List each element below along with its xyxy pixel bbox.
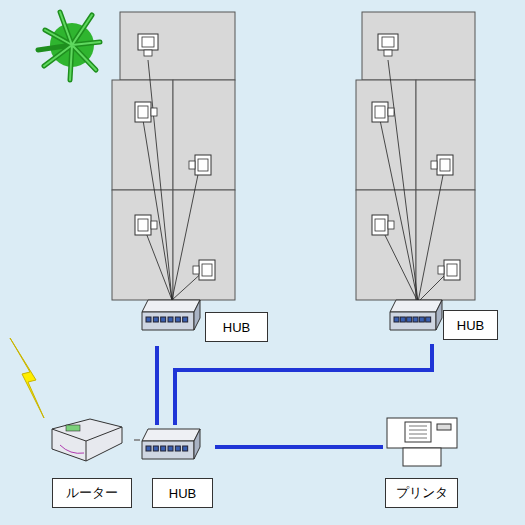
wireless-bolt [10, 338, 44, 418]
router-node: ルーター [46, 415, 134, 510]
label-box: プリンタ [385, 478, 458, 508]
label-box: ルーター [52, 478, 132, 508]
label-box: HUB [152, 478, 213, 508]
hub-node: HUB [140, 425, 215, 510]
node-label: HUB [457, 318, 484, 333]
hub-icon [140, 296, 204, 338]
network-cable [215, 445, 383, 449]
hub-node: HUB [140, 296, 270, 346]
label-box: HUB [205, 312, 268, 342]
plant [38, 12, 100, 80]
hub-icon [388, 296, 446, 338]
node-label: プリンタ [396, 484, 448, 502]
printer-node: プリンタ [383, 412, 461, 510]
network-cable [155, 346, 159, 425]
network-cable [175, 344, 432, 425]
label-box: HUB [443, 310, 498, 340]
node-label: HUB [223, 320, 250, 335]
network-cable [134, 439, 140, 441]
printer-icon [383, 412, 461, 470]
node-label: ルーター [66, 484, 118, 502]
hub-icon [140, 425, 204, 467]
router-icon [46, 415, 126, 467]
node-label: HUB [169, 486, 196, 501]
hub-node: HUB [388, 296, 500, 344]
